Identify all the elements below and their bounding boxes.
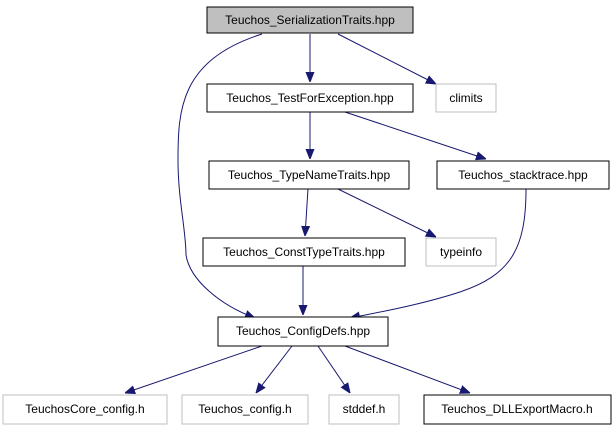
edge-serialization-to-climits (337, 33, 436, 84)
edge-configdefs-to-teuchos-config (256, 345, 293, 393)
edge-typenametraits-to-constypetraits (305, 188, 308, 236)
node-teuchoscore-config[interactable]: TeuchosCore_config.h (2, 394, 168, 425)
node-label: Teuchos_TestForException.hpp (226, 91, 394, 105)
node-const-type-traits[interactable]: Teuchos_ConstTypeTraits.hpp (202, 237, 406, 267)
edge-typenametraits-to-typeinfo (337, 188, 436, 237)
edge-configdefs-to-teuchoscore-config (125, 345, 263, 393)
node-label: Teuchos_stacktrace.hpp (458, 168, 588, 182)
edge-configdefs-to-dllexportmacro (344, 345, 470, 393)
node-climits[interactable]: climits (435, 83, 497, 113)
node-label: Teuchos_ConstTypeTraits.hpp (223, 245, 385, 259)
edge-configdefs-to-stddef (317, 345, 350, 393)
node-config-defs[interactable]: Teuchos_ConfigDefs.hpp (217, 316, 389, 347)
node-serialization-traits[interactable]: Teuchos_SerializationTraits.hpp (206, 6, 414, 34)
node-label: Teuchos_TypeNameTraits.hpp (228, 168, 391, 182)
node-label: Teuchos_ConfigDefs.hpp (236, 324, 370, 338)
node-test-for-exception[interactable]: Teuchos_TestForException.hpp (206, 83, 414, 113)
node-teuchos-config[interactable]: Teuchos_config.h (181, 394, 309, 425)
node-typeinfo[interactable]: typeinfo (425, 237, 497, 267)
node-label: Teuchos_DLLExportMacro.h (441, 402, 592, 416)
node-label: Teuchos_SerializationTraits.hpp (225, 13, 395, 27)
node-label: climits (449, 91, 482, 105)
node-type-name-traits[interactable]: Teuchos_TypeNameTraits.hpp (208, 160, 410, 190)
edge-testforexception-to-stacktrace (344, 111, 486, 159)
node-label: TeuchosCore_config.h (25, 402, 144, 416)
edge-stacktrace-to-configdefs (350, 188, 527, 318)
node-stacktrace[interactable]: Teuchos_stacktrace.hpp (436, 160, 610, 190)
node-dll-export-macro[interactable]: Teuchos_DLLExportMacro.h (423, 394, 612, 425)
edges (125, 33, 527, 393)
node-stddef[interactable]: stddef.h (328, 394, 400, 425)
node-label: Teuchos_config.h (198, 402, 291, 416)
node-label: typeinfo (440, 245, 482, 259)
edge-serialization-to-configdefs (177, 33, 263, 318)
node-label: stddef.h (343, 402, 386, 416)
